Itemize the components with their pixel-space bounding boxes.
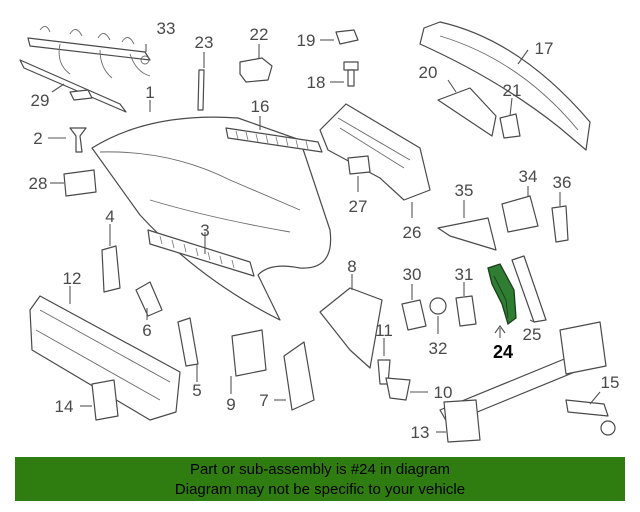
part-8-bracket [319,287,383,369]
callout-14: 14 [55,397,74,416]
part-1-bumper-cover [91,116,332,321]
callout-18: 18 [307,73,326,92]
part-16-absorber [225,127,323,153]
callout-32: 32 [429,339,448,358]
callout-6: 6 [142,321,151,340]
callout-8: 8 [347,257,356,276]
part-7-bracket [283,341,315,411]
callout-19: 19 [297,31,316,50]
callout-31: 31 [455,265,474,284]
callout-35: 35 [455,181,474,200]
part-24-bracket-highlighted [487,263,517,326]
part-3-bracket [147,229,255,277]
part-34-sensor [501,195,539,233]
callout-33: 33 [157,19,176,38]
callout-5: 5 [192,381,201,400]
part-14-mount [91,379,119,421]
banner-line-2: Diagram may not be specific to your vehi… [174,481,466,498]
part-25-bracket [511,255,547,323]
banner-line-1: Part or sub-assembly is #24 in diagram [189,461,451,478]
part-30-sensor [401,299,427,331]
part-18-bolt [343,61,359,87]
part-22-clip [239,57,273,83]
part-21-bracket [499,113,521,139]
callout-20: 20 [419,63,438,82]
part-9-plate [231,329,267,377]
part-27-clip [347,155,371,175]
callout-21: 21 [503,81,522,100]
part-12-reinforcement [29,295,181,421]
part-31-sensor [455,295,477,327]
part-36-sensor [551,205,569,243]
part-35-bracket [437,217,497,251]
leader-lines [48,39,601,433]
part-29-strip [19,59,127,113]
part-19-clip [335,29,359,45]
callout-10: 10 [434,383,453,402]
callout-22: 22 [250,25,269,44]
part-15-tow-ball [565,399,616,436]
callout-36: 36 [553,173,572,192]
part-28-sensor [63,169,97,197]
callout-11: 11 [375,321,393,340]
part-13-hitch [439,321,607,443]
callout-29: 29 [31,91,50,110]
callout-27: 27 [349,197,368,216]
callout-4: 4 [105,207,114,226]
info-banner: Part or sub-assembly is #24 in diagram D… [15,457,625,501]
part-10-clip [385,377,411,401]
callout-2: 2 [33,129,42,148]
part-4-bracket [101,245,121,293]
parts-diagram: 1 2 3 4 5 6 7 8 9 10 11 12 13 14 15 16 1… [19,19,620,443]
part-33-wiring-harness [27,26,151,79]
part-6-bracket [135,281,163,317]
part-5-bracket [177,317,199,367]
callout-1: 1 [145,83,154,102]
callout-9: 9 [226,395,235,414]
callout-12: 12 [63,269,82,288]
callout-17: 17 [535,39,554,58]
part-23-rod [197,69,205,111]
part-32-ring [429,297,447,315]
callout-15: 15 [601,373,620,392]
callout-16: 16 [251,97,270,116]
callout-30: 30 [403,265,422,284]
callout-34: 34 [519,167,538,186]
part-20-pad [437,87,497,137]
callout-13: 13 [411,423,430,442]
callout-24-highlighted: 24 [493,342,513,362]
callout-28: 28 [29,174,48,193]
part-17-carrier [419,21,591,151]
callout-26: 26 [403,223,422,242]
part-2-push-clip [69,127,87,153]
callout-3: 3 [200,221,209,240]
part-26-support [319,103,431,201]
callout-23: 23 [195,33,214,52]
callout-7: 7 [259,391,268,410]
callout-25: 25 [523,325,542,344]
